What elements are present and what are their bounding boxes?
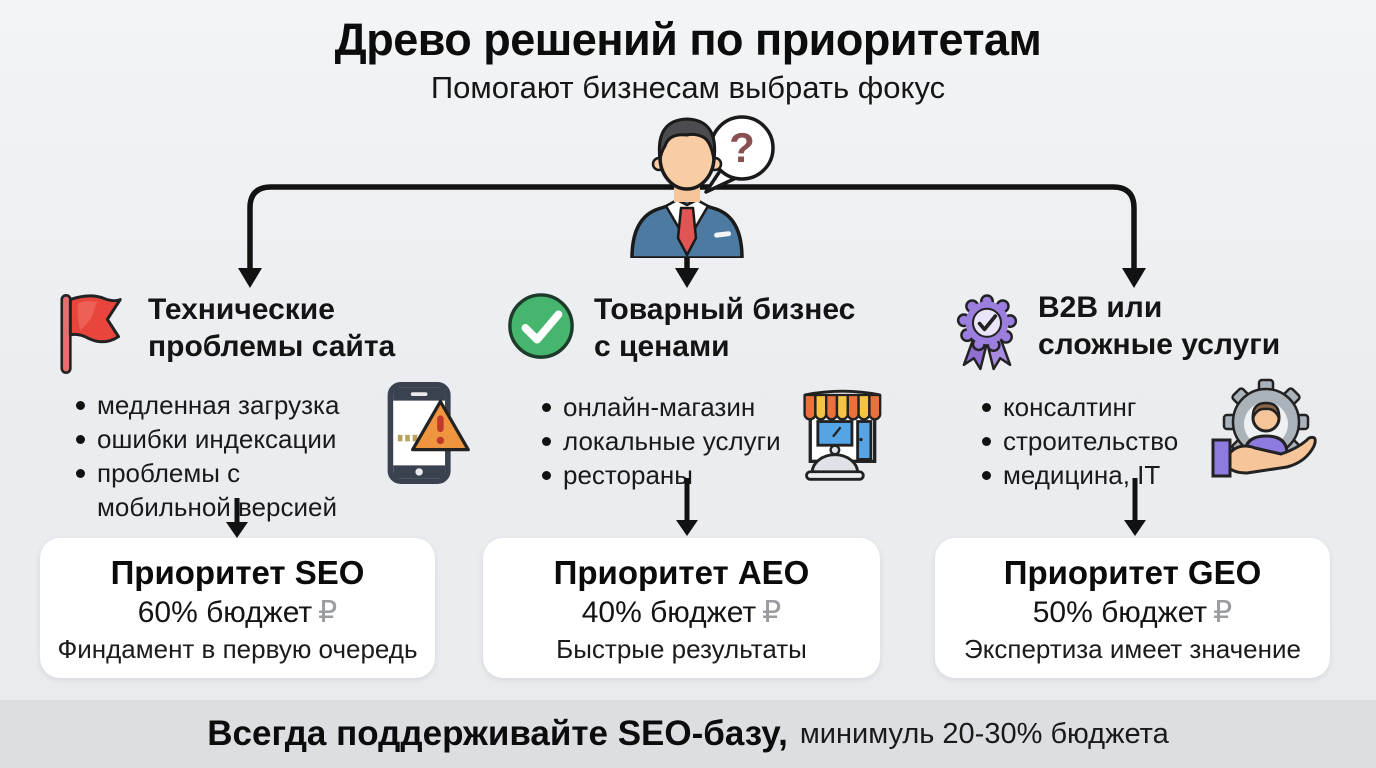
bullet-list-b2b: консалтинг строительство медицина, IT bbox=[976, 390, 1216, 492]
card-title: Приоритет AEO bbox=[553, 554, 810, 591]
branch-title: B2B или сложные услуги bbox=[1038, 291, 1281, 361]
card-note: Быстрые результаты bbox=[556, 634, 807, 664]
card-budget: 40% бюджет₽ bbox=[581, 595, 782, 630]
branch-title: Товарный бизнес с ценами bbox=[594, 293, 856, 363]
bullet-item: локальные услуги bbox=[536, 424, 816, 458]
question-bubble-icon: ? bbox=[704, 115, 775, 194]
branch-technical: Технические проблемы сайта bbox=[52, 291, 395, 377]
red-flag-icon bbox=[60, 294, 122, 374]
bullet-item: консалтинг bbox=[976, 390, 1216, 424]
branch-product: Товарный бизнес с ценами bbox=[506, 291, 855, 365]
card-budget: 60% бюджет₽ bbox=[137, 595, 338, 630]
card-note: Финдамент в первую очередь bbox=[57, 634, 418, 664]
bullet-item: строительство bbox=[976, 424, 1216, 458]
card-title: Приоритет GEO bbox=[1003, 554, 1262, 591]
hand-gear-person-icon bbox=[1205, 378, 1323, 485]
footer-band: Всегда поддерживайте SEO-базу, минимуль … bbox=[0, 700, 1376, 768]
bullet-item: медленная загрузка bbox=[70, 388, 342, 422]
bullet-list-product: онлайн-магазин локальные услуги ресторан… bbox=[536, 390, 816, 492]
page-subtitle: Помогают бизнесам выбрать фокус bbox=[430, 70, 946, 105]
bullet-item: проблемы с мобильной версией bbox=[70, 456, 342, 524]
bullet-item: онлайн-магазин bbox=[536, 390, 816, 424]
priority-card-seo: Приоритет SEO 60% бюджет₽ Финдамент в пе… bbox=[40, 538, 435, 678]
businessman-icon: ? bbox=[600, 108, 785, 260]
bullet-list-technical: медленная загрузка ошибки индексации про… bbox=[70, 388, 342, 524]
bullet-item: медицина, IT bbox=[976, 458, 1216, 492]
storefront-icon bbox=[797, 379, 887, 488]
ruble-sign: ₽ bbox=[762, 595, 782, 630]
ruble-sign: ₽ bbox=[318, 595, 338, 630]
purple-badge-icon bbox=[956, 294, 1018, 371]
priority-card-geo: Приоритет GEO 50% бюджет₽ Экспертиза име… bbox=[935, 538, 1330, 678]
card-title: Приоритет SEO bbox=[110, 554, 365, 591]
footer-regular-text: минимуль 20-30% бюджета bbox=[799, 717, 1169, 750]
down-arrow-icon bbox=[1124, 478, 1146, 536]
bullet-item: ошибки индексации bbox=[70, 422, 342, 456]
bullet-item: рестораны bbox=[536, 458, 816, 492]
card-budget: 50% бюджет₽ bbox=[1032, 595, 1233, 630]
branch-b2b: B2B или сложные услуги bbox=[954, 289, 1280, 373]
footer-bold-text: Всегда поддерживайте SEO-базу, bbox=[207, 714, 788, 753]
phone-warning-icon bbox=[383, 381, 471, 490]
card-note: Экспертиза имеет значение bbox=[964, 634, 1301, 664]
green-check-icon bbox=[508, 293, 574, 359]
branch-title: Технические проблемы сайта bbox=[148, 293, 396, 363]
ruble-sign: ₽ bbox=[1213, 595, 1233, 630]
priority-card-aeo: Приоритет AEO 40% бюджет₽ Быстрые резуль… bbox=[483, 538, 880, 678]
page-title: Древо решений по приоритетам bbox=[334, 14, 1042, 65]
down-arrow-icon bbox=[676, 478, 698, 536]
down-arrow-icon bbox=[226, 498, 248, 538]
question-mark: ? bbox=[729, 124, 755, 171]
